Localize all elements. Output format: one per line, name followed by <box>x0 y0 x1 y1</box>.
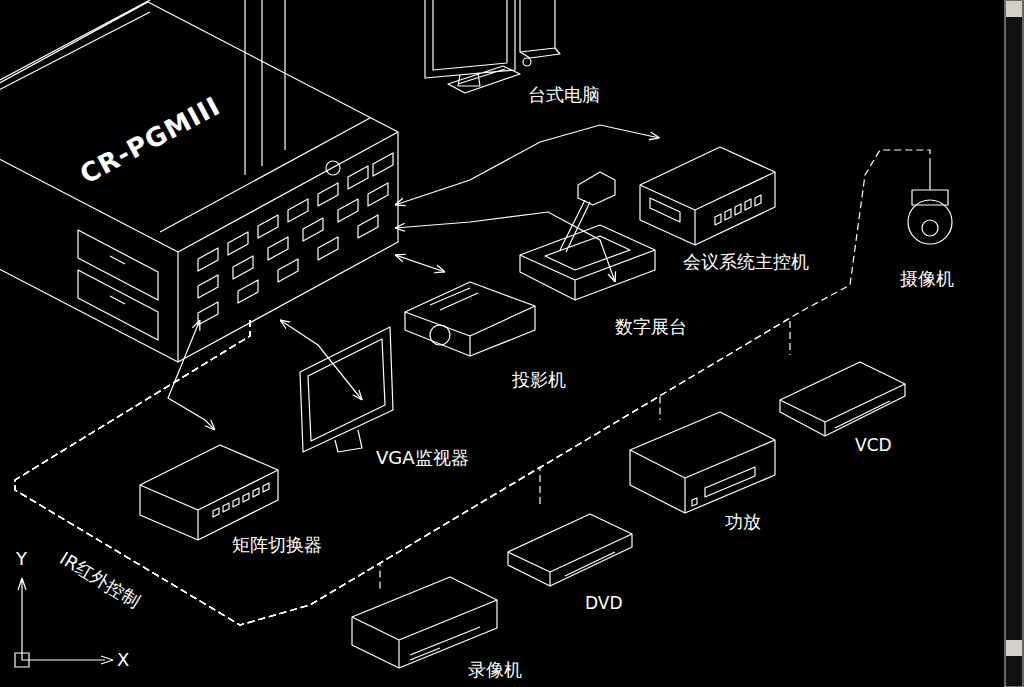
brand-name: CR-PGMIII <box>77 94 223 186</box>
controller-knob <box>326 161 340 175</box>
signal-cable <box>280 320 362 400</box>
ir-control-line <box>15 150 930 625</box>
mouse-drawing <box>523 58 531 66</box>
camera-drawing <box>912 160 948 205</box>
device-node: DVD <box>505 505 627 618</box>
signal-cable <box>395 255 445 272</box>
camera-dome <box>908 200 952 244</box>
device-node: VGA监视器 <box>350 400 490 476</box>
device-node: 台式电脑 <box>420 0 620 112</box>
projector-drawing <box>405 282 535 356</box>
device-node: 会议系统主控机 <box>640 138 835 280</box>
device-label: 投影机 <box>512 369 566 391</box>
scrollbar <box>1005 0 1023 687</box>
device-label: VCD <box>855 434 892 456</box>
device-label: DVD <box>585 592 623 614</box>
ir-control-line <box>15 320 660 625</box>
scrollbar-button <box>1006 640 1022 656</box>
device-label: 数字展台 <box>615 316 687 338</box>
ir-control-line <box>15 320 380 625</box>
control-bus-label: IR红外控制 <box>56 547 144 612</box>
device-drawings <box>0 0 952 668</box>
device-label: 录像机 <box>468 659 522 681</box>
projector-lens <box>430 325 450 345</box>
scrollbar-track <box>1005 0 1023 687</box>
ir-control-line <box>15 320 540 625</box>
device-node: 功放 <box>628 420 776 540</box>
scrollbar-button <box>1006 1 1022 17</box>
device-label: 矩阵切换器 <box>232 534 322 556</box>
visualizer-drawing <box>520 172 655 300</box>
device-label: 功放 <box>725 511 761 533</box>
device-node: 矩阵切换器 <box>150 430 350 558</box>
conference-host-drawing <box>640 147 775 245</box>
device-label: 摄像机 <box>900 268 954 290</box>
axis-label: X <box>117 649 129 671</box>
ir-control-line <box>15 318 790 625</box>
amplifier-drawing <box>630 412 775 513</box>
device-node: 数字展台 <box>595 282 707 344</box>
controller-ports <box>198 153 393 325</box>
computer-drawing <box>425 0 560 93</box>
ucs-origin-box <box>15 653 29 667</box>
device-node: 投影机 <box>400 272 590 398</box>
device-node: 摄像机 <box>885 160 985 300</box>
controller-chassis <box>0 0 398 362</box>
device-label: VGA监视器 <box>376 447 469 469</box>
controller-drawers <box>78 230 158 340</box>
signal-cable <box>168 320 215 430</box>
matrix-switcher-drawing <box>140 445 278 540</box>
device-node: CR-PGMIII <box>0 90 395 320</box>
signal-cable <box>395 212 615 282</box>
axis-label: Y <box>16 548 27 570</box>
monitor-drawing <box>300 327 393 452</box>
signal-cable <box>395 125 660 205</box>
vcr-drawing <box>352 577 497 668</box>
device-node: 录像机 <box>350 592 535 686</box>
camera-lens <box>922 220 938 236</box>
dvd-drawing <box>508 514 632 586</box>
device-label: 台式电脑 <box>528 84 600 106</box>
device-label: 会议系统主控机 <box>683 251 809 273</box>
device-node: VCD <box>775 355 910 460</box>
ceiling-cables <box>245 0 285 175</box>
vcd-drawing <box>780 362 905 436</box>
